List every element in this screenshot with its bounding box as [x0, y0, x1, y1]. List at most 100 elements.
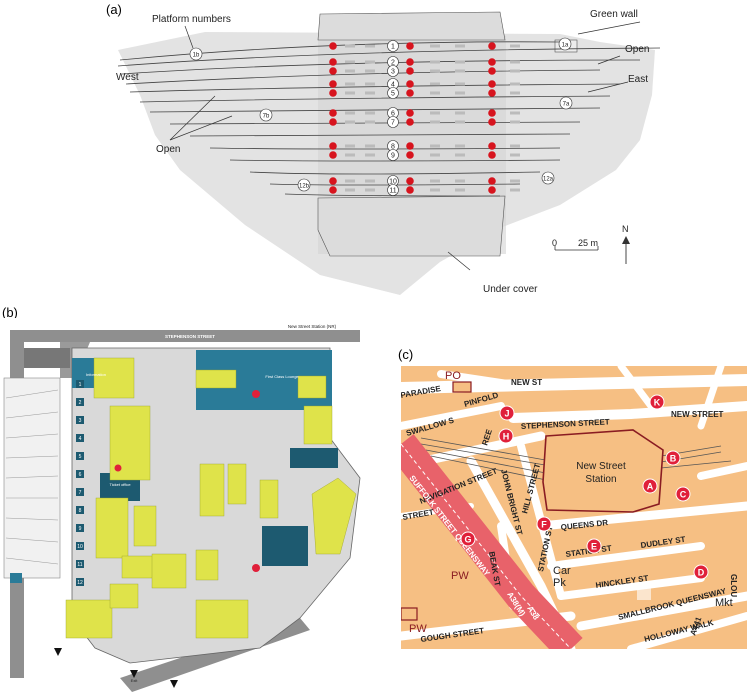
west-annotation: West: [116, 72, 139, 83]
platform-5-segment: [455, 91, 465, 95]
entrance-b-marker[interactable]: [665, 450, 681, 466]
platform-5-segment: [430, 91, 440, 95]
under-cover-leader: [447, 251, 471, 271]
platform-4-segment: [455, 82, 465, 86]
platform-10-segment: [430, 179, 440, 183]
entrance-a-marker[interactable]: [642, 478, 658, 494]
retail-units: [65, 357, 357, 639]
platform-3-marker: [387, 65, 399, 77]
east-annotation: East: [628, 74, 648, 85]
platform-9-marker: [387, 149, 399, 161]
platform-11-segment: [365, 188, 375, 192]
track-line-4: [125, 69, 601, 85]
lower-building: [317, 195, 506, 257]
platform-11-dot-2: [406, 186, 414, 194]
platform-10-segment: [345, 179, 355, 183]
platform-10-dot-2: [406, 177, 414, 185]
platform-3-segment: [510, 69, 520, 73]
open-left-leader-2: [169, 115, 233, 141]
place-pk: Pk: [553, 577, 566, 589]
platform-5-dot-3: [488, 89, 496, 97]
platform-7-dot-3: [488, 118, 496, 126]
platform-box-label-8: 8: [79, 508, 82, 514]
platform-11-segment: [345, 188, 355, 192]
platform-8-segment: [365, 144, 375, 148]
platform-1-segment: [510, 44, 520, 48]
entrance-d-marker[interactable]: [693, 564, 709, 580]
platform-5-marker: [387, 87, 399, 99]
entrance-c-marker[interactable]: [675, 486, 691, 502]
info-marker: [252, 390, 260, 398]
entrance-b-label: B: [670, 454, 677, 464]
station-name-line2: Station: [585, 474, 616, 485]
platform-2-dot-1: [329, 58, 337, 66]
platform-2-dot-3: [488, 58, 496, 66]
platform-4-dot-1: [329, 80, 337, 88]
entrance-e-label: E: [591, 542, 597, 552]
platform-box-8: [76, 506, 84, 514]
platform-box-label-4: 4: [79, 436, 82, 442]
track-line-11: [229, 159, 561, 162]
platform-2-segment: [510, 60, 520, 64]
platform-4-segment: [430, 82, 440, 86]
platform-7a-marker: [559, 96, 573, 110]
green-wall-leader: [577, 21, 641, 35]
platform-3-segment: [430, 69, 440, 73]
new-street-link[interactable]: New Street Station (NR): [288, 324, 337, 329]
platform-10-segment: [455, 179, 465, 183]
platform-box-12: [76, 578, 84, 586]
entrance-f-marker[interactable]: [536, 516, 552, 532]
platform-box-9: [76, 524, 84, 532]
platform-box-label-9: 9: [79, 526, 82, 532]
platform-11-dot-3: [488, 186, 496, 194]
entrance-e-marker[interactable]: [586, 538, 602, 554]
entrance-a-label: A: [647, 482, 654, 492]
platform-box-label-1: 1: [79, 382, 82, 388]
street-new-street: NEW STREET: [671, 410, 724, 419]
post-office-building: [452, 381, 472, 393]
platform-9-dot-2: [406, 151, 414, 159]
platform-box-label-7: 7: [79, 490, 82, 496]
platform-2-segment: [345, 60, 355, 64]
platform-12a-marker: [541, 171, 555, 185]
platform-3-segment: [455, 69, 465, 73]
under-cover-annotation: Under cover: [483, 284, 538, 295]
entrance-f-label: F: [541, 520, 547, 530]
platform-4-segment: [365, 82, 375, 86]
platform-3-segment: [365, 69, 375, 73]
entrance-g-marker[interactable]: [460, 531, 476, 547]
entrance-c-label: C: [680, 490, 687, 500]
platform-11-segment: [510, 188, 520, 192]
street-new-st: NEW ST: [511, 378, 542, 387]
entrance-k-marker[interactable]: [649, 394, 665, 410]
platform-box-label-10: 10: [77, 544, 83, 550]
platform-8-segment: [345, 144, 355, 148]
track-line-5: [129, 83, 621, 93]
platform-7a-label: 7a: [563, 102, 570, 108]
entrance-h-label: H: [503, 432, 510, 442]
street-map: New Street Station NEW ST NEW STREET STE…: [401, 366, 747, 649]
platform-4-segment: [510, 82, 520, 86]
platform-9-dot-1: [329, 151, 337, 159]
entrance-j-marker[interactable]: [499, 405, 515, 421]
exit-label: Exit: [131, 678, 139, 683]
platform-11-segment: [455, 188, 465, 192]
platform-12b-label: 12b: [299, 184, 310, 190]
platform-1b-marker: [189, 47, 203, 61]
place-mkt: Mkt: [715, 597, 733, 609]
platform-9-segment: [455, 153, 465, 157]
platform-box-label-12: 12: [77, 580, 83, 586]
platform-8-segment: [430, 144, 440, 148]
platform-11-marker: [387, 184, 399, 196]
platform-9-segment: [510, 153, 520, 157]
north-label: N: [622, 224, 629, 234]
entrance-h-marker[interactable]: [498, 428, 514, 444]
platform-3-label: 3: [391, 69, 395, 76]
new-street-station: [542, 429, 664, 513]
platform-box-2: [76, 398, 84, 406]
platform-10-label: 10: [389, 179, 397, 186]
